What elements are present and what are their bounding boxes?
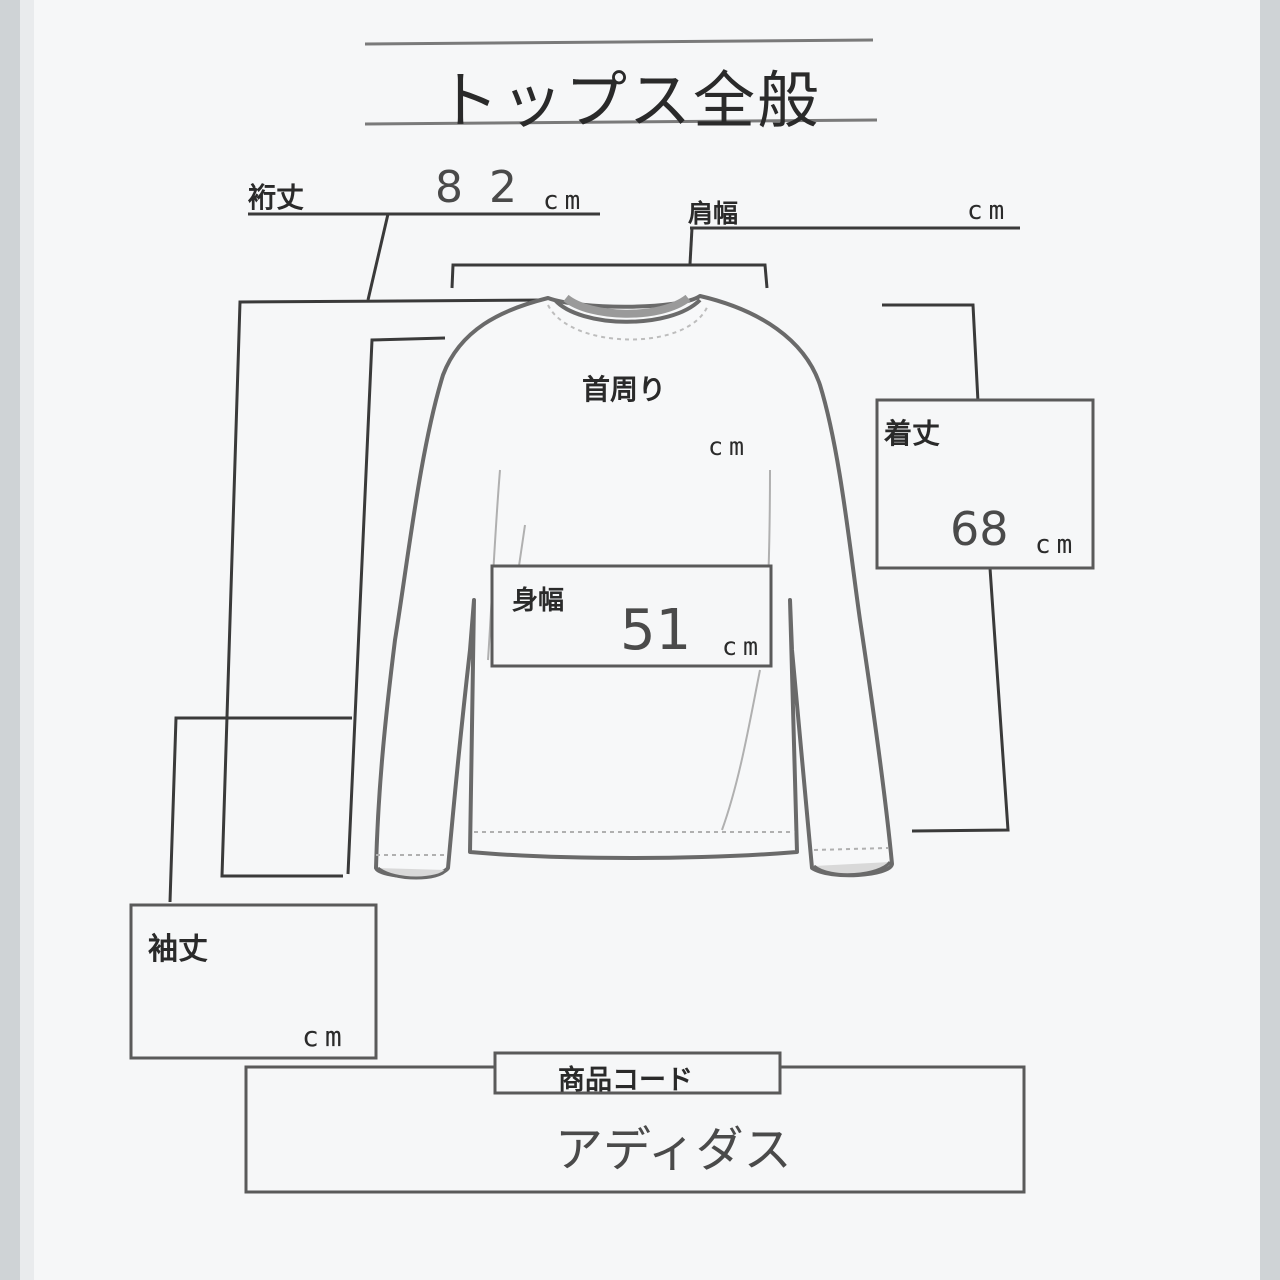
sodetake-unit: cm bbox=[302, 1020, 348, 1053]
kubimawari-unit: cm bbox=[708, 432, 751, 461]
title-rule-top bbox=[364, 38, 874, 46]
katahaba-leader bbox=[450, 226, 1020, 289]
yuki-label: 裄丈 bbox=[248, 181, 305, 214]
kitake-unit: cm bbox=[1035, 530, 1079, 560]
mihaba-value: 51 bbox=[620, 598, 692, 663]
katahaba-label: 肩幅 bbox=[688, 199, 739, 228]
sodetake-box bbox=[129, 903, 378, 1060]
mihaba-label: 身幅 bbox=[512, 586, 565, 616]
shirt-collar bbox=[547, 294, 709, 341]
kitake-value: 68 bbox=[950, 502, 1009, 556]
yuki-unit: cm bbox=[543, 186, 587, 216]
sleeve-leader bbox=[168, 336, 446, 903]
kitake-box bbox=[875, 398, 1095, 570]
yuki-value: 8 2 bbox=[435, 162, 523, 213]
katahaba-unit: cm bbox=[967, 196, 1011, 226]
product-code-label-box bbox=[493, 1051, 782, 1095]
page-title: トップス全般 bbox=[437, 64, 822, 137]
mihaba-box bbox=[490, 564, 773, 668]
kitake-leader bbox=[882, 303, 1010, 833]
mihaba-unit: cm bbox=[722, 632, 765, 661]
product-code-value: アディダス bbox=[555, 1122, 792, 1178]
product-code-label: 商品コード bbox=[558, 1065, 693, 1096]
yuki-leader bbox=[220, 212, 600, 878]
sodetake-label: 袖丈 bbox=[148, 932, 208, 967]
title-rule-bottom bbox=[364, 118, 878, 126]
kubimawari-label: 首周り bbox=[582, 373, 667, 406]
kitake-label: 着丈 bbox=[884, 417, 941, 450]
